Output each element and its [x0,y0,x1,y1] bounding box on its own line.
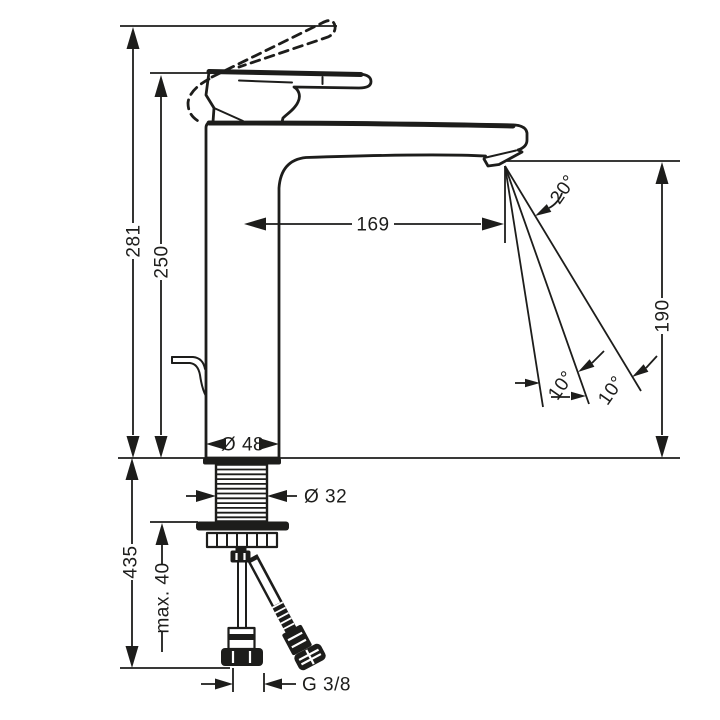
raised-lever-pivot-arc [186,77,211,124]
spout-body-outline [204,120,529,460]
arrowhead-d32-right [267,490,287,502]
clamp-washer-ribs [216,532,268,548]
aerator-seam-line [485,149,517,159]
arrowhead-250-up [154,75,168,97]
below-deck-assembly [196,458,326,671]
rod-anchor-tab [235,546,247,551]
pull-rod-outer [171,356,206,370]
dim-label-190: 190 [653,299,674,332]
mounting-flange [196,521,289,531]
water-stream-lines [504,165,642,408]
shank-thread-lines [216,468,267,519]
arrowhead-max40-up [155,523,169,545]
arrowhead-20deg [535,204,552,216]
pull-rod-inner [171,362,207,397]
elbow-valve-slots [231,651,252,663]
housing-base-line [213,107,244,122]
dim-label-max40: max. 40 [153,562,174,633]
arrowhead-d32-left [196,490,216,502]
dim-label-281: 281 [124,224,145,257]
drain-pull-rod [171,356,207,397]
arrowhead-190-up [655,162,669,184]
base-lip [203,458,281,465]
dim-height-to-spout-base: 250 [152,75,173,458]
threaded-rod [237,561,247,629]
arrowhead-g38-right [264,678,282,690]
arrowhead-d48-right [259,438,279,450]
rod-collar-band [228,634,255,640]
dim-base-diameter: Ø 48 [206,435,279,456]
dim-total-height: 281 [124,27,145,458]
dim-label-10deg-right: 10° [594,372,629,409]
arrowhead-281-down [126,436,140,458]
spout-top-edge [206,120,516,129]
rod-nut-slots [235,553,246,560]
raised-lever-outline [210,19,337,79]
hose-fitting-nut [282,624,312,656]
hose-end-connector [294,643,326,671]
dim-label-g38: G 3/8 [302,675,351,696]
dim-max-deck-thickness: max. 40 [153,523,174,652]
leader-10deg-left-b [591,350,605,364]
handle-outline [204,70,373,124]
stream-line-right [504,165,642,392]
arrowhead-10deg-right-a [571,391,586,401]
hose-braid-ticks [271,601,295,630]
hose-tube-core [250,559,281,606]
dim-connection-thread: G 3/8 [201,675,351,696]
elbow-valve [221,648,263,666]
dim-label-20deg: 20° [546,171,581,208]
dim-label-d32: Ø 32 [304,487,347,508]
dim-label-250: 250 [152,245,173,278]
handle-top-edge [206,69,364,77]
arrowhead-169-right [482,217,504,231]
faucet-body [204,120,529,460]
stream-line-left [504,165,544,408]
arrowhead-169-left [244,217,266,231]
arrowhead-10deg-left-b [578,359,595,372]
leader-10deg-right-b [645,355,658,369]
arrowhead-d48-left [206,438,226,450]
stream-line-middle [504,165,590,405]
dim-shank-diameter: Ø 32 [186,487,347,508]
dim-label-d48: Ø 48 [221,435,264,456]
dim-label-169: 169 [356,215,389,236]
arrowhead-10deg-left-a [525,378,540,388]
handle-raised-dashed [186,19,337,124]
arrowhead-250-down [154,436,168,458]
faucet-handle [204,69,373,124]
dim-label-435: 435 [121,545,142,578]
dim-spout-reach: 169 [244,215,504,236]
arrowhead-190-down [655,436,669,458]
handle-inner-line [238,79,293,84]
dim-spout-height: 190 [653,162,674,458]
arrowhead-435-up [125,458,139,480]
arrowhead-g38-left [215,678,233,690]
arrowhead-10deg-right-b [632,364,649,377]
dim-hose-clearance: 435 [121,458,142,668]
arrowhead-435-down [125,646,139,668]
dim-stream-angle: 20° [535,171,581,216]
leader-arc-20deg [548,192,563,209]
arrowhead-281-up [126,27,140,49]
supply-hose [246,554,326,671]
